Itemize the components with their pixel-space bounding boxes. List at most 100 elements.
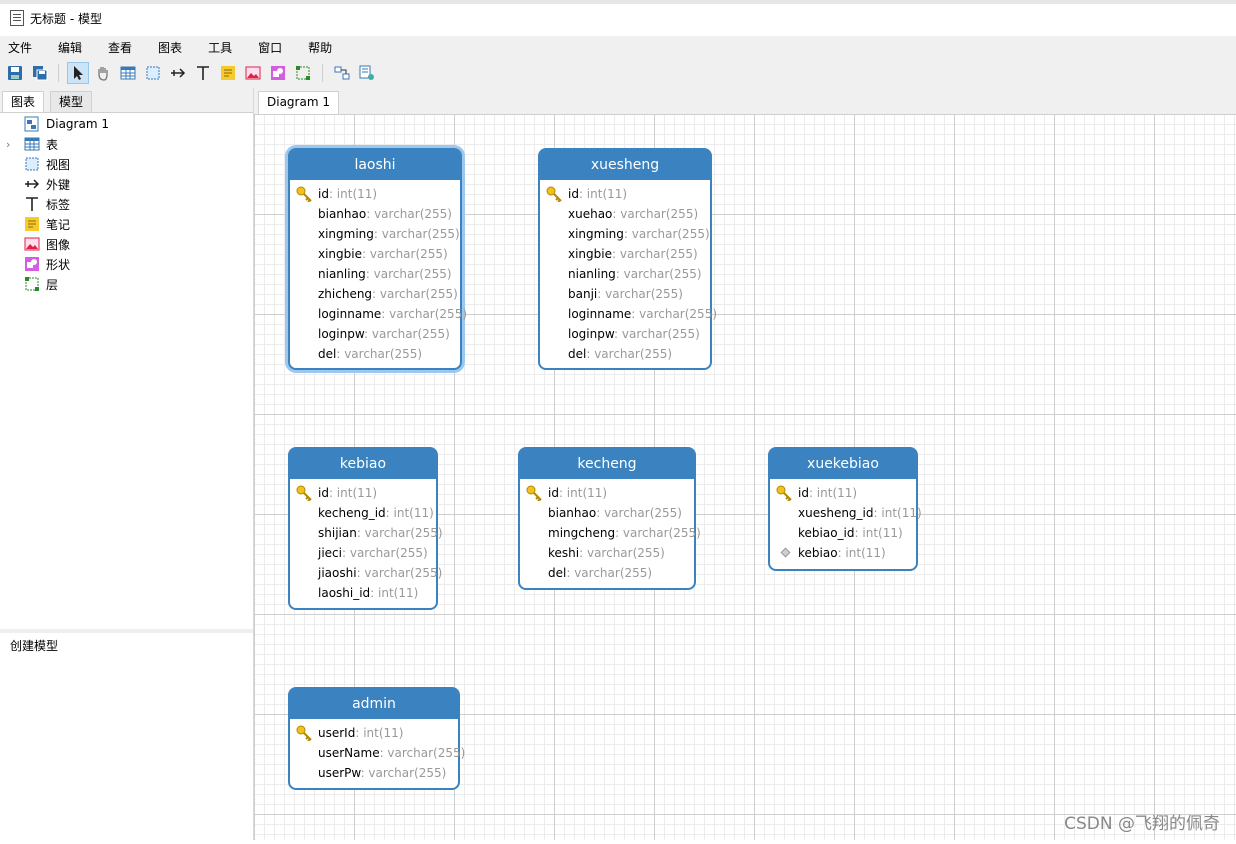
table-xuesheng[interactable]: xuesheng id: int(11) xuehao: varchar(255… <box>538 148 717 370</box>
field-type: : varchar(255) <box>356 566 443 580</box>
image-icon <box>24 236 40 252</box>
foreign-key-icon[interactable] <box>167 62 189 84</box>
table-title: kebiao <box>290 449 436 479</box>
label-icon <box>24 196 40 212</box>
properties-pane: 创建模型 <box>0 629 253 844</box>
tree-item-labels[interactable]: 标签 <box>0 194 70 214</box>
tree-item-tables[interactable]: › 表 <box>0 134 58 154</box>
field-row[interactable]: xingming: varchar(255) <box>540 224 710 244</box>
field-row[interactable]: banji: varchar(255) <box>540 284 710 304</box>
menu-help[interactable]: 帮助 <box>308 40 333 55</box>
image-icon[interactable] <box>242 62 264 84</box>
field-name: userName <box>318 746 380 760</box>
layer-icon[interactable] <box>292 62 314 84</box>
nullable-diamond-icon <box>780 547 791 558</box>
note-icon[interactable] <box>217 62 239 84</box>
field-row[interactable]: jiaoshi: varchar(255) <box>290 563 442 583</box>
tab-diagram-1[interactable]: Diagram 1 <box>258 91 339 114</box>
field-row[interactable]: zhicheng: varchar(255) <box>290 284 460 304</box>
field-row[interactable]: id: int(11) <box>290 483 436 503</box>
table-laoshi[interactable]: laoshi id: int(11) bianhao: varchar(255)… <box>288 148 467 370</box>
shape-icon <box>24 256 40 272</box>
field-row[interactable]: jieci: varchar(255) <box>290 543 436 563</box>
field-row[interactable]: loginname: varchar(255) <box>290 304 467 324</box>
table-admin[interactable]: admin userId: int(11) userName: varchar(… <box>288 687 465 790</box>
menu-edit[interactable]: 编辑 <box>58 40 83 55</box>
hand-icon[interactable] <box>92 62 114 84</box>
field-row[interactable]: loginname: varchar(255) <box>540 304 717 324</box>
field-row[interactable]: id: int(11) <box>290 184 460 204</box>
field-type: : varchar(255) <box>566 566 653 580</box>
field-row[interactable]: bianhao: varchar(255) <box>520 503 694 523</box>
tree-item-layers[interactable]: 层 <box>0 274 58 294</box>
field-row[interactable]: kebiao_id: int(11) <box>770 523 916 543</box>
chevron-right-icon[interactable]: › <box>6 138 11 151</box>
tree-item-diagram[interactable]: Diagram 1 <box>0 114 109 134</box>
field-row[interactable]: nianling: varchar(255) <box>290 264 460 284</box>
tree-item-views[interactable]: 视图 <box>0 154 70 174</box>
field-row[interactable]: xingbie: varchar(255) <box>540 244 710 264</box>
diagram-icon <box>24 116 40 132</box>
tree-item-shapes[interactable]: 形状 <box>0 254 70 274</box>
field-row[interactable]: id: int(11) <box>770 483 916 503</box>
menu-view[interactable]: 查看 <box>108 40 133 55</box>
field-row[interactable]: kebiao: int(11) <box>770 543 916 563</box>
view-icon[interactable] <box>142 62 164 84</box>
field-row[interactable]: userId: int(11) <box>290 723 458 743</box>
menu-tools[interactable]: 工具 <box>208 40 233 55</box>
diagram-canvas[interactable]: laoshi id: int(11) bianhao: varchar(255)… <box>254 114 1236 840</box>
field-row[interactable]: userName: varchar(255) <box>290 743 465 763</box>
tree-item-images[interactable]: 图像 <box>0 234 70 254</box>
field-row[interactable]: userPw: varchar(255) <box>290 763 458 783</box>
table-xuekebiao[interactable]: xuekebiao id: int(11) xuesheng_id: int(1… <box>768 447 922 571</box>
menu-diagram[interactable]: 图表 <box>158 40 183 55</box>
shape-icon[interactable] <box>267 62 289 84</box>
tree-item-notes[interactable]: 笔记 <box>0 214 70 234</box>
field-row[interactable]: mingcheng: varchar(255) <box>520 523 701 543</box>
field-row[interactable]: del: varchar(255) <box>290 344 460 364</box>
field-type: : varchar(255) <box>372 287 458 301</box>
field-type: : int(11) <box>854 526 903 540</box>
field-row[interactable]: laoshi_id: int(11) <box>290 583 436 603</box>
field-row[interactable]: kecheng_id: int(11) <box>290 503 436 523</box>
save-icon[interactable] <box>4 62 26 84</box>
table-kecheng[interactable]: kecheng id: int(11) bianhao: varchar(255… <box>518 447 701 590</box>
field-row[interactable]: shijian: varchar(255) <box>290 523 443 543</box>
tree-item-foreign-keys[interactable]: 外键 <box>0 174 70 194</box>
top-strip <box>0 0 1236 4</box>
diagram-options-icon[interactable] <box>356 62 378 84</box>
field-row[interactable]: id: int(11) <box>540 184 710 204</box>
save-as-icon[interactable] <box>29 62 51 84</box>
canvas-tabs: Diagram 1 <box>254 88 1236 115</box>
field-type: : varchar(255) <box>579 546 665 560</box>
field-name: nianling <box>318 267 366 281</box>
field-row[interactable]: id: int(11) <box>520 483 694 503</box>
field-name: del <box>318 347 337 361</box>
field-row[interactable]: nianling: varchar(255) <box>540 264 710 284</box>
field-row[interactable]: loginpw: varchar(255) <box>540 324 710 344</box>
label-icon[interactable] <box>192 62 214 84</box>
field-row[interactable]: xingbie: varchar(255) <box>290 244 460 264</box>
tab-model[interactable]: 模型 <box>50 91 93 112</box>
field-row[interactable]: del: varchar(255) <box>540 344 710 364</box>
menu-window[interactable]: 窗口 <box>258 40 283 55</box>
field-row[interactable]: keshi: varchar(255) <box>520 543 694 563</box>
field-row[interactable]: bianhao: varchar(255) <box>290 204 460 224</box>
field-name: xuehao <box>568 207 613 221</box>
field-row[interactable]: xuesheng_id: int(11) <box>770 503 922 523</box>
menu-file[interactable]: 文件 <box>8 40 33 55</box>
table-kebiao[interactable]: kebiao id: int(11) kecheng_id: int(11) s… <box>288 447 443 610</box>
pointer-icon[interactable] <box>67 62 89 84</box>
field-row[interactable]: del: varchar(255) <box>520 563 694 583</box>
primary-key-icon <box>296 485 312 502</box>
tree-item-label: 标签 <box>46 197 71 212</box>
tab-diagram[interactable]: 图表 <box>2 91 45 112</box>
field-row[interactable]: xingming: varchar(255) <box>290 224 460 244</box>
field-name: shijian <box>318 526 357 540</box>
field-row[interactable]: loginpw: varchar(255) <box>290 324 460 344</box>
table-icon[interactable] <box>117 62 139 84</box>
field-name: loginpw <box>568 327 615 341</box>
auto-layout-icon[interactable] <box>331 62 353 84</box>
field-row[interactable]: xuehao: varchar(255) <box>540 204 710 224</box>
field-type: : varchar(255) <box>356 526 443 540</box>
